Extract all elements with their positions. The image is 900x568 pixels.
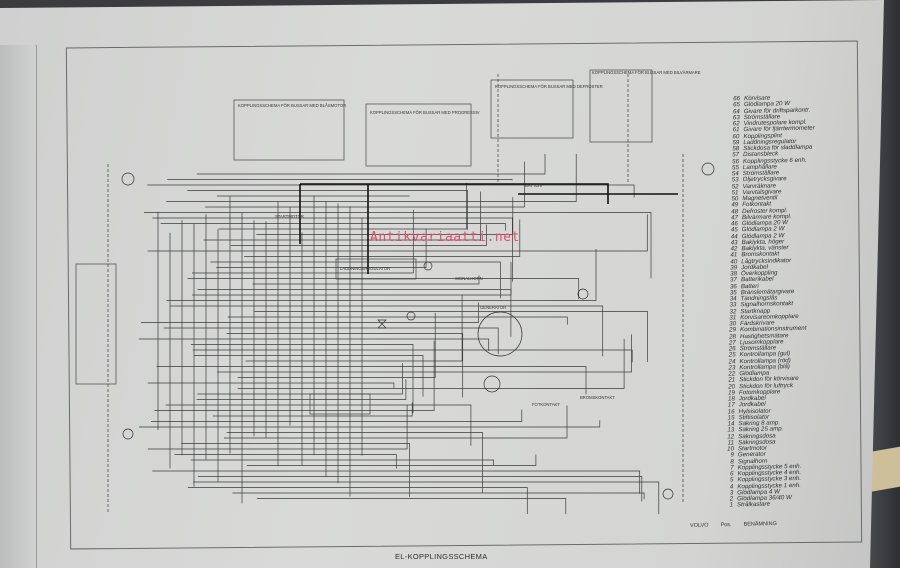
regulator-box	[335, 258, 417, 280]
wire	[154, 340, 435, 411]
headlamp-symbol	[121, 172, 135, 186]
gauge-symbol	[406, 311, 416, 321]
legend-name-header: BENÄMNING	[743, 521, 777, 528]
foot-switch-label: FOTKONTAKT	[532, 402, 560, 407]
wire	[190, 459, 494, 466]
wire	[194, 355, 424, 397]
gauge-symbol	[423, 261, 433, 271]
wire	[151, 409, 523, 422]
subdiagram-box-3	[490, 79, 574, 139]
wire	[237, 338, 625, 389]
generator-symbol	[477, 311, 523, 357]
horn-symbol	[377, 319, 387, 329]
wire	[192, 262, 512, 296]
subdiagram-label-2: KOPPLINGSSCHEMA FÖR BUSSAR MED PROGRESSI…	[370, 110, 480, 115]
lamp-symbol	[662, 488, 674, 500]
wire	[232, 492, 645, 500]
headlamp-symbol	[701, 162, 715, 176]
wire	[166, 154, 577, 202]
wire	[226, 333, 464, 398]
starter-label: STARTMOTOR	[275, 214, 304, 219]
wire	[256, 498, 567, 514]
wire	[147, 405, 408, 450]
wire	[165, 404, 472, 446]
lamp-symbol	[122, 428, 134, 440]
wire	[226, 432, 483, 493]
wire	[147, 382, 395, 389]
starter-symbol	[483, 375, 501, 393]
legend-pos-header: Pos.	[720, 522, 732, 529]
wire	[170, 305, 604, 357]
wire	[160, 223, 506, 231]
relay-box	[309, 393, 371, 415]
wire	[254, 311, 648, 362]
left-page-edge	[0, 45, 37, 568]
horn-label: SIGNALHORN	[455, 276, 483, 281]
regulator-label: LADDNINGSREGULATOR	[340, 266, 391, 271]
brake-switch-label: BROMSKONTAKT	[580, 395, 615, 400]
wire	[174, 454, 397, 469]
legend-item-pos: 1	[729, 501, 734, 509]
wire	[166, 249, 597, 301]
wire	[212, 402, 413, 417]
wire	[216, 228, 427, 268]
lamp-symbol	[577, 288, 589, 300]
wire	[256, 197, 514, 235]
wiring-diagram	[75, 69, 715, 514]
wire	[167, 179, 513, 181]
wire	[205, 161, 525, 208]
wire	[163, 327, 499, 354]
wire	[140, 302, 479, 323]
wire	[210, 261, 501, 299]
wire	[196, 154, 546, 175]
wire	[144, 212, 652, 279]
wire	[190, 344, 414, 414]
wire	[197, 476, 643, 502]
wire	[193, 481, 660, 514]
fuse-panel	[75, 263, 117, 385]
wire	[246, 454, 537, 466]
wire	[192, 349, 633, 363]
wire	[197, 289, 512, 337]
wire	[203, 191, 481, 241]
legend-item-name: Strålkastare	[736, 500, 771, 509]
wire	[187, 278, 580, 300]
subdiagram-box-2	[365, 103, 472, 167]
subdiagram-box-1	[233, 99, 345, 161]
wire	[227, 316, 568, 325]
subdiagram-label-1: KOPPLINGSSCHEMA FÖR BUSSAR MED BLÅSMOTOR	[238, 103, 347, 108]
wire	[138, 338, 490, 351]
subdiagram-box-4	[589, 69, 653, 143]
generator-label: GENERATOR	[480, 305, 507, 310]
wire	[156, 366, 587, 395]
wire	[187, 487, 528, 514]
document-title: EL-KOPPLINGSSCHEMA	[395, 552, 488, 561]
wire	[139, 420, 601, 428]
wire	[230, 224, 487, 246]
legend-model: VOLVO	[689, 522, 709, 529]
watermark: Antikvariaatti.net	[370, 230, 520, 245]
wire	[244, 219, 521, 257]
wire	[181, 443, 410, 497]
wire	[147, 184, 635, 198]
wire	[197, 363, 403, 395]
subdiagram-label-4: KOPPLINGSSCHEMA FÖR BUSSAR MED BILVÄRMAR…	[592, 70, 701, 75]
wire	[218, 182, 467, 230]
wire	[187, 190, 468, 230]
wire	[237, 312, 436, 378]
subdiagram-label-3: KOPPLINGSSCHEMA FÖR BUSSAR MED DEFROSTER	[495, 84, 603, 89]
wire	[252, 275, 480, 285]
wire	[217, 334, 632, 373]
wire	[245, 294, 463, 362]
battery-label: BATTERI	[525, 183, 543, 188]
wire	[152, 217, 513, 282]
wire	[152, 470, 641, 494]
wire	[196, 379, 407, 400]
